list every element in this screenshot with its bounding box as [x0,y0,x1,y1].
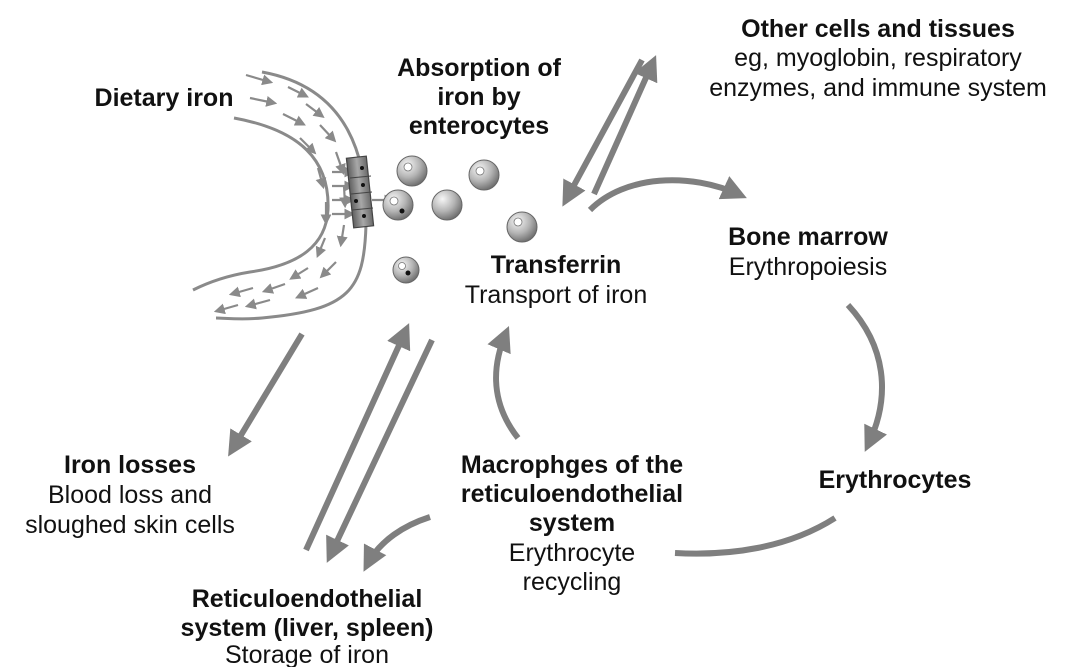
iron-sphere [469,160,499,190]
iron-sphere [507,212,537,242]
iron-losses-title: Iron losses [64,451,196,479]
iron-sphere [383,190,413,220]
transferrin-title: Transferrin [491,251,622,279]
iron-losses-label: Iron losses Blood loss and sloughed skin… [25,451,235,539]
macrophages-title-line: Macrophges of the [461,451,683,479]
bone-marrow-title: Bone marrow [728,223,888,251]
macrophages-title-line: system [529,509,615,537]
res-storage-title-line: Reticuloendothelial [192,585,423,613]
dietary-iron-title: Dietary iron [95,84,234,112]
arrow-res-storage-to-transferrin [306,330,406,550]
iron-sphere [432,190,462,220]
iron-losses-subtitle-line: Blood loss and [48,481,212,509]
arrow-transferrin-to-bone-marrow [590,180,740,210]
transferrin-label: Transferrin Transport of iron [465,251,647,309]
absorption-label: Absorption of iron by enterocytes [397,54,562,140]
other-cells-title: Other cells and tissues [741,15,1015,43]
absorption-title-line: Absorption of [397,54,562,82]
absorption-title-line: enterocytes [409,112,549,140]
arrow-macrophages-to-transferrin [496,333,518,438]
iron-sphere [393,257,419,283]
iron-losses-subtitle-line: sloughed skin cells [25,511,235,539]
macrophages-title-line: reticuloendothelial [461,480,683,508]
arrow-erythrocytes-to-macrophages [675,518,835,554]
macrophages-label: Macrophges of the reticuloendothelial sy… [461,451,683,596]
arrow-macrophages-to-res-storage [367,517,430,565]
bone-marrow-subtitle: Erythropoiesis [729,253,887,281]
erythrocytes-title: Erythrocytes [819,466,972,494]
other-cells-subtitle-line: eg, myoglobin, respiratory [734,44,1022,72]
enterocyte-cells [346,156,373,228]
transferrin-subtitle: Transport of iron [465,281,647,309]
res-storage-label: Reticuloendothelial system (liver, splee… [181,585,434,667]
macrophages-subtitle-line: Erythrocyte [509,539,635,567]
res-storage-title-line: system (liver, spleen) [181,614,434,642]
absorption-title-line: iron by [437,83,520,111]
arrow-intestine-to-iron-losses [232,334,302,450]
arrow-bone-marrow-to-erythrocytes [848,305,882,445]
iron-sphere [397,156,427,186]
other-cells-subtitle-line: enzymes, and immune system [709,74,1047,102]
other-cells-label: Other cells and tissues eg, myoglobin, r… [709,15,1047,102]
bone-marrow-label: Bone marrow Erythropoiesis [728,223,888,281]
arrow-other-cells-to-transferrin [566,60,642,200]
res-storage-subtitle: Storage of iron [225,641,389,667]
labels: Dietary iron Absorption of iron by enter… [25,15,1047,667]
intestine-wall-inner [193,118,328,290]
macrophages-subtitle-line: recycling [523,568,622,596]
